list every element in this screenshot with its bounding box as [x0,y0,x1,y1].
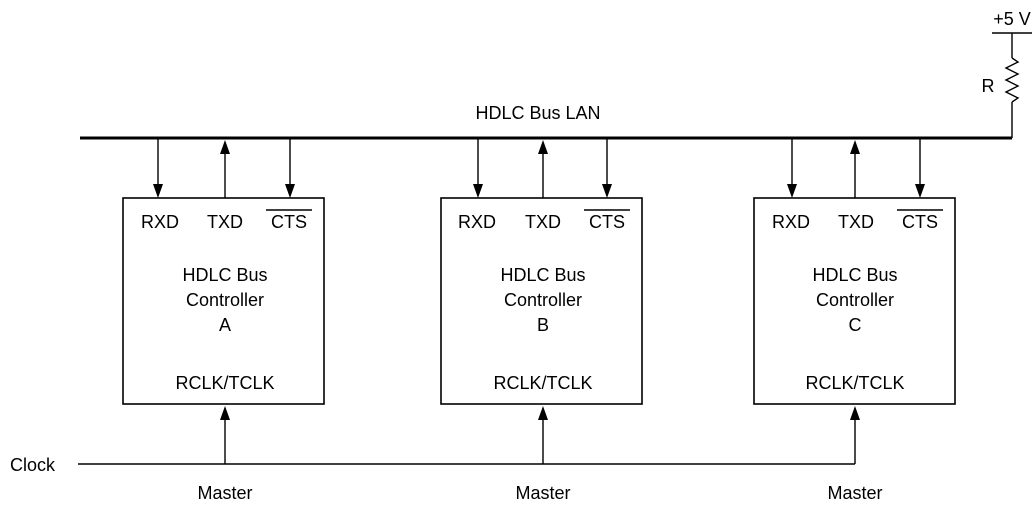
arrow-down-icon [285,184,295,198]
role-label: Master [197,483,252,503]
controller-title-line2: Controller [504,290,582,310]
resistor-icon [1004,57,1020,103]
clock-pin-label: RCLK/TCLK [805,373,904,393]
arrow-down-icon [602,184,612,198]
arrow-up-icon [850,406,860,420]
controller-title-line2: Controller [186,290,264,310]
clock-pin-label: RCLK/TCLK [175,373,274,393]
arrow-down-icon [153,184,163,198]
controller-a: RXD TXD CTS HDLC Bus Controller A RCLK/T… [122,138,325,503]
pin-txd: TXD [838,212,874,232]
arrow-up-icon [220,140,230,154]
pin-txd: TXD [525,212,561,232]
controller-c: RXD TXD CTS HDLC Bus Controller C RCLK/T… [753,138,956,503]
arrow-up-icon [220,406,230,420]
resistor-label: R [982,76,995,96]
controller-box [122,197,325,405]
controller-box [440,197,643,405]
arrow-up-icon [538,406,548,420]
supply-voltage-label: +5 V [993,9,1031,29]
pin-txd: TXD [207,212,243,232]
arrow-down-icon [915,184,925,198]
controller-id: A [219,315,231,335]
role-label: Master [827,483,882,503]
pin-cts: CTS [271,212,307,232]
controller-id: C [849,315,862,335]
controller-id: B [537,315,549,335]
pin-rxd: RXD [772,212,810,232]
pin-rxd: RXD [141,212,179,232]
arrow-down-icon [787,184,797,198]
pin-cts: CTS [902,212,938,232]
role-label: Master [515,483,570,503]
clock-pin-label: RCLK/TCLK [493,373,592,393]
controller-b: RXD TXD CTS HDLC Bus Controller B RCLK/T… [440,138,643,503]
controller-title-line1: HDLC Bus [182,265,267,285]
pin-cts: CTS [589,212,625,232]
controller-title-line2: Controller [816,290,894,310]
arrow-up-icon [850,140,860,154]
controller-box [753,197,956,405]
clock-label: Clock [10,455,56,475]
arrow-down-icon [473,184,483,198]
pin-rxd: RXD [458,212,496,232]
bus-label: HDLC Bus LAN [475,103,600,123]
controller-title-line1: HDLC Bus [500,265,585,285]
arrow-up-icon [538,140,548,154]
controller-title-line1: HDLC Bus [812,265,897,285]
